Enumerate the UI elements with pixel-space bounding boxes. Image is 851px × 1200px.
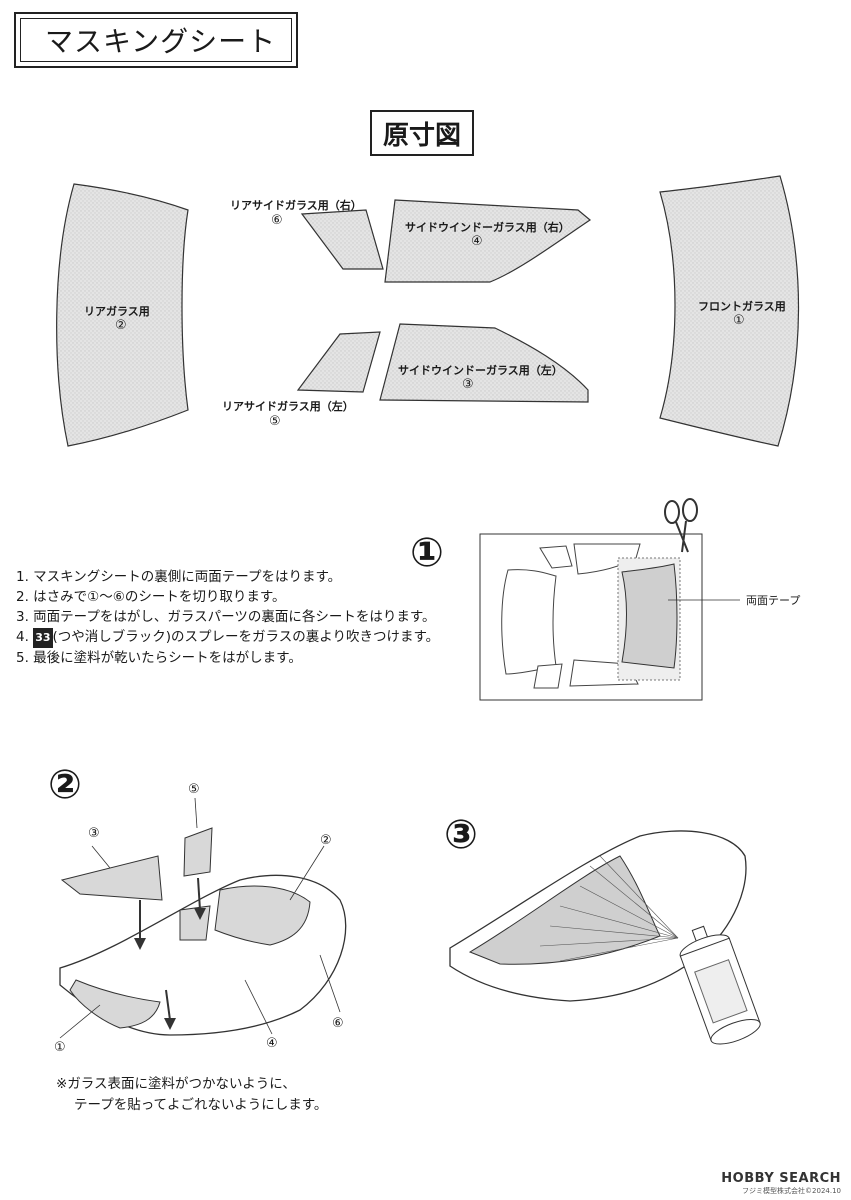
mask-template-diagram <box>56 175 800 447</box>
figure-2-illustration <box>59 797 347 1039</box>
figure-2-number: ② <box>48 762 82 808</box>
paint-code-badge: 33 <box>33 628 53 648</box>
title-box: マスキングシート <box>14 12 298 68</box>
side-window-left-number: ③ <box>462 377 474 392</box>
double-sided-tape-callout: 両面テープ <box>746 594 801 607</box>
rear-side-left-sheet <box>296 331 381 393</box>
front-glass-sheet <box>659 175 800 447</box>
template-heading: 原寸図 <box>370 110 474 156</box>
hobby-search-logo: HOBBY SEARCH <box>721 1171 841 1186</box>
step-4: 4. 33(つや消しブラック)のスプレーをガラスの裏より吹きつけます。 <box>16 627 439 648</box>
figure-1-illustration <box>479 498 740 701</box>
step-3: 3. 両面テープをはがし、ガラスパーツの裏面に各シートをはります。 <box>16 609 436 625</box>
copyright-text: フジミ模型株式会社©2024.10 <box>742 1187 841 1195</box>
rear-side-right-number: ⑥ <box>271 213 283 228</box>
note-line-1: ※ガラス表面に塗料がつかないように、 <box>56 1076 296 1092</box>
side-window-right-number: ④ <box>471 234 483 249</box>
side-window-left-sheet <box>379 323 589 403</box>
rear-side-left-number: ⑤ <box>269 414 281 429</box>
fig2-callout-3: ③ <box>88 826 100 841</box>
rear-side-left-label: リアサイドガラス用（左） <box>222 400 354 413</box>
instruction-steps: 1. マスキングシートの裏側に両面テープをはります。 2. はさみで①～⑥のシー… <box>16 567 439 668</box>
rear-side-right-label: リアサイドガラス用（右） <box>230 199 362 212</box>
rear-glass-label: リアガラス用 <box>84 305 150 318</box>
figure-3-number: ③ <box>444 812 478 858</box>
fig2-callout-6: ⑥ <box>332 1016 344 1031</box>
fig2-callout-4: ④ <box>266 1036 278 1051</box>
page-title: マスキングシート <box>20 18 292 62</box>
rear-glass-sheet <box>56 183 189 447</box>
side-window-right-sheet <box>384 199 592 283</box>
figure-3-illustration <box>449 830 761 1045</box>
front-glass-number: ① <box>733 313 745 328</box>
fig2-callout-1: ① <box>54 1040 66 1055</box>
footer: HOBBY SEARCH フジミ模型株式会社©2024.10 <box>721 1171 841 1196</box>
fig2-callout-5: ⑤ <box>188 782 200 797</box>
step-2: 2. はさみで①～⑥のシートを切り取ります。 <box>16 589 286 605</box>
side-window-left-label: サイドウインドーガラス用（左） <box>398 364 563 377</box>
step-1: 1. マスキングシートの裏側に両面テープをはります。 <box>16 569 342 585</box>
step-5: 5. 最後に塗料が乾いたらシートをはがします。 <box>16 650 302 666</box>
figure-1-number: ① <box>410 530 444 576</box>
fig2-callout-2: ② <box>320 833 332 848</box>
front-glass-label: フロントガラス用 <box>698 300 786 313</box>
side-window-right-label: サイドウインドーガラス用（右） <box>405 221 570 234</box>
caution-note: ※ガラス表面に塗料がつかないように、 テープを貼ってよごれないようにします。 <box>56 1074 327 1116</box>
note-line-2: テープを貼ってよごれないようにします。 <box>74 1097 328 1113</box>
rear-glass-number: ② <box>115 318 127 333</box>
rear-side-right-sheet <box>300 209 384 270</box>
